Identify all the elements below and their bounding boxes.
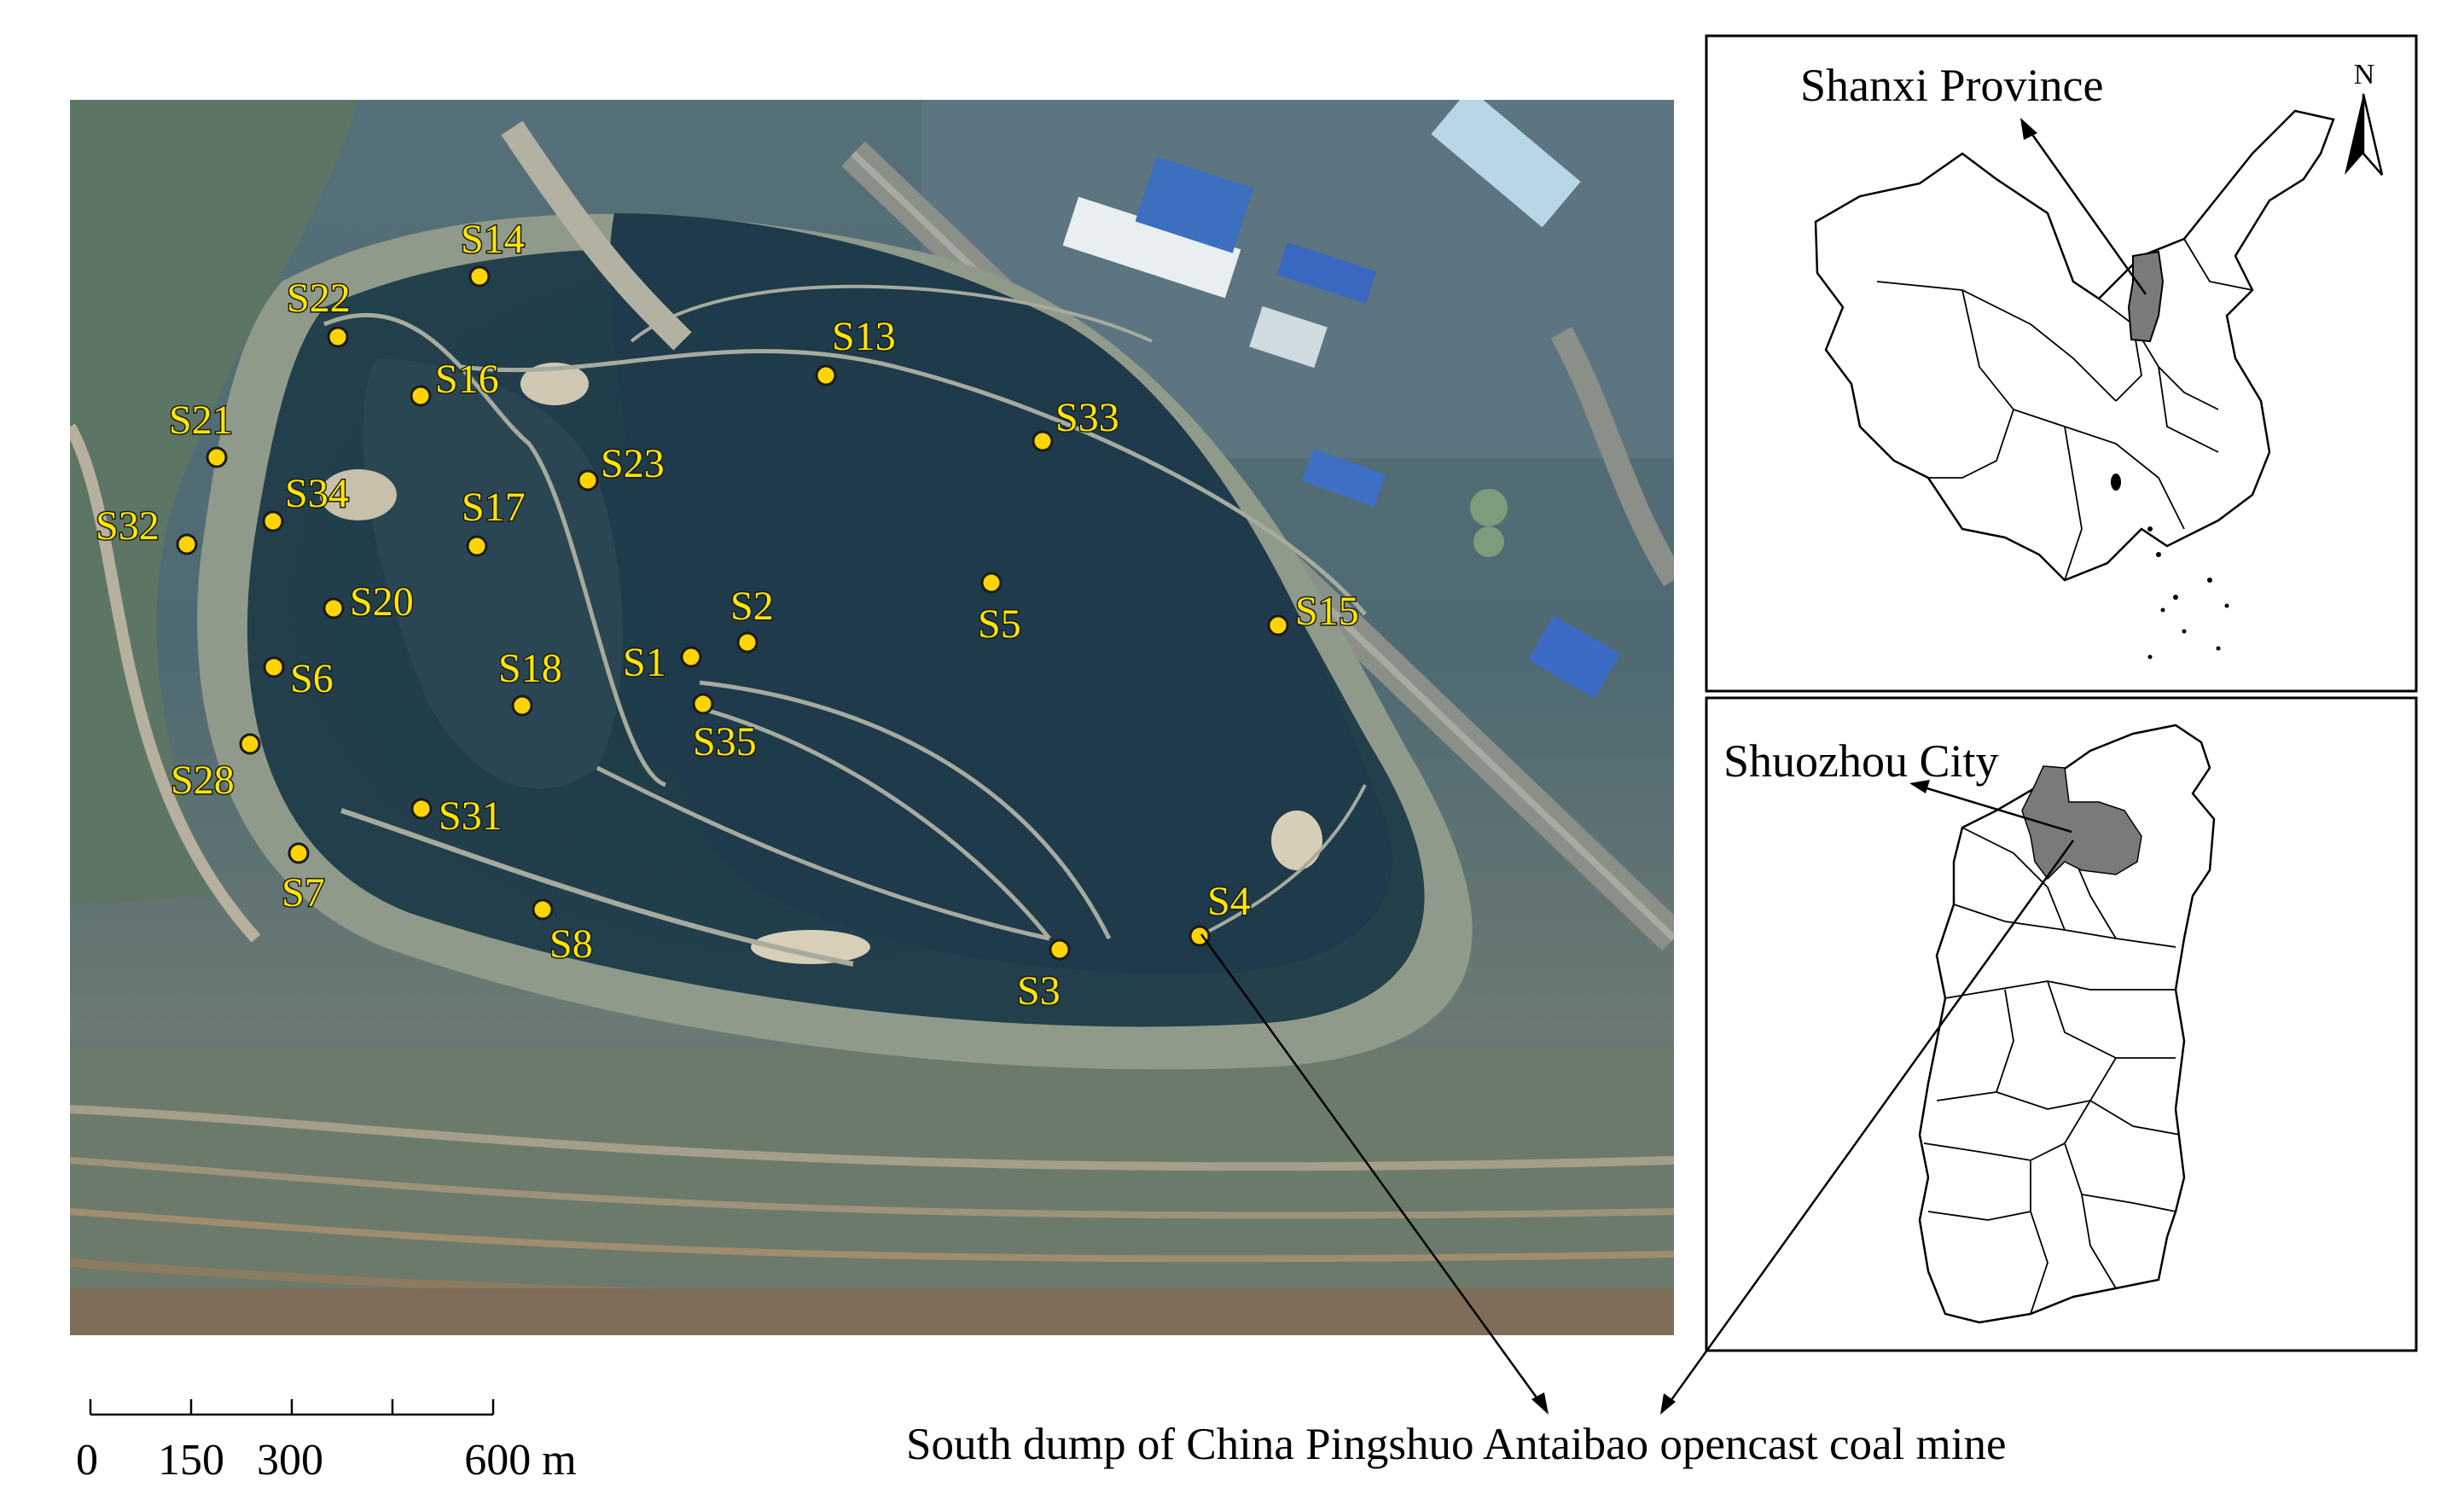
site-label-s2: S2 bbox=[730, 584, 774, 629]
site-label-s33: S33 bbox=[1055, 395, 1119, 440]
north-arrow-icon: N bbox=[2345, 59, 2384, 176]
inset-shanxi-title: Shuozhou City bbox=[1723, 735, 1999, 787]
scale-label-0: 0 bbox=[76, 1436, 98, 1485]
site-label-s17: S17 bbox=[462, 485, 526, 530]
site-marker-s31 bbox=[410, 798, 433, 820]
site-label-s32: S32 bbox=[96, 503, 160, 549]
site-marker-s16 bbox=[410, 385, 432, 407]
site-marker-s22 bbox=[327, 326, 349, 348]
site-marker-s14 bbox=[468, 265, 491, 288]
north-label: N bbox=[2354, 59, 2375, 90]
site-marker-s20 bbox=[323, 597, 345, 619]
inset-shanxi: Shuozhou City bbox=[1705, 696, 2418, 1352]
scale-bar: 0 150 300 600 m bbox=[76, 1399, 577, 1485]
site-marker-s2 bbox=[736, 631, 758, 654]
scale-label-600: 600 m bbox=[464, 1436, 576, 1485]
site-label-s7: S7 bbox=[282, 870, 325, 915]
site-marker-s8 bbox=[532, 898, 554, 921]
site-label-s4: S4 bbox=[1207, 879, 1251, 924]
site-label-s15: S15 bbox=[1295, 589, 1359, 634]
site-label-s8: S8 bbox=[549, 921, 593, 967]
site-label-s20: S20 bbox=[350, 579, 414, 625]
site-label-s21: S21 bbox=[169, 398, 233, 443]
site-marker-s33 bbox=[1032, 430, 1054, 452]
site-marker-s1 bbox=[680, 646, 702, 668]
site-label-s5: S5 bbox=[978, 601, 1021, 647]
site-label-s35: S35 bbox=[693, 719, 757, 764]
site-marker-s23 bbox=[577, 469, 599, 491]
caption-group: South dump of China Pingshuo Antaibao op… bbox=[906, 840, 2075, 1469]
site-label-s23: S23 bbox=[601, 441, 665, 486]
scale-label-150: 150 bbox=[158, 1436, 224, 1485]
site-label-s31: S31 bbox=[439, 793, 503, 839]
inset-china: Shanxi Province N bbox=[1705, 34, 2418, 700]
scale-label-300: 300 bbox=[257, 1436, 323, 1485]
shuozhou-highlight bbox=[2021, 765, 2142, 880]
shanxi-highlight bbox=[2127, 250, 2165, 343]
site-marker-s34 bbox=[262, 510, 284, 532]
aerial-photo bbox=[70, 100, 1674, 1335]
site-label-s28: S28 bbox=[171, 758, 235, 803]
site-marker-s17 bbox=[466, 535, 488, 557]
site-marker-s15 bbox=[1267, 614, 1289, 636]
site-label-s22: S22 bbox=[287, 276, 351, 321]
site-marker-s5 bbox=[980, 572, 1002, 594]
inset-china-title: Shanxi Province bbox=[1800, 60, 2103, 111]
site-label-s16: S16 bbox=[435, 357, 499, 402]
site-marker-s21 bbox=[206, 446, 228, 468]
site-label-s3: S3 bbox=[1017, 968, 1061, 1014]
shanxi-outline bbox=[1918, 723, 2216, 1324]
site-label-s6: S6 bbox=[290, 656, 334, 701]
site-marker-s13 bbox=[815, 364, 837, 386]
site-marker-s7 bbox=[288, 842, 310, 864]
site-label-s34: S34 bbox=[285, 471, 349, 516]
site-marker-s3 bbox=[1049, 938, 1071, 961]
site-marker-s35 bbox=[692, 693, 714, 715]
site-label-s13: S13 bbox=[832, 314, 896, 359]
site-label-s1: S1 bbox=[623, 640, 666, 685]
site-label-s18: S18 bbox=[498, 646, 562, 691]
site-marker-s18 bbox=[511, 694, 533, 717]
china-outline bbox=[1814, 109, 2335, 582]
site-marker-s32 bbox=[176, 533, 198, 555]
figure-caption: South dump of China Pingshuo Antaibao op… bbox=[906, 1420, 2007, 1469]
site-marker-s6 bbox=[263, 656, 285, 678]
site-label-s14: S14 bbox=[461, 217, 525, 262]
site-marker-s28 bbox=[239, 733, 261, 755]
site-marker-s4 bbox=[1188, 925, 1211, 947]
